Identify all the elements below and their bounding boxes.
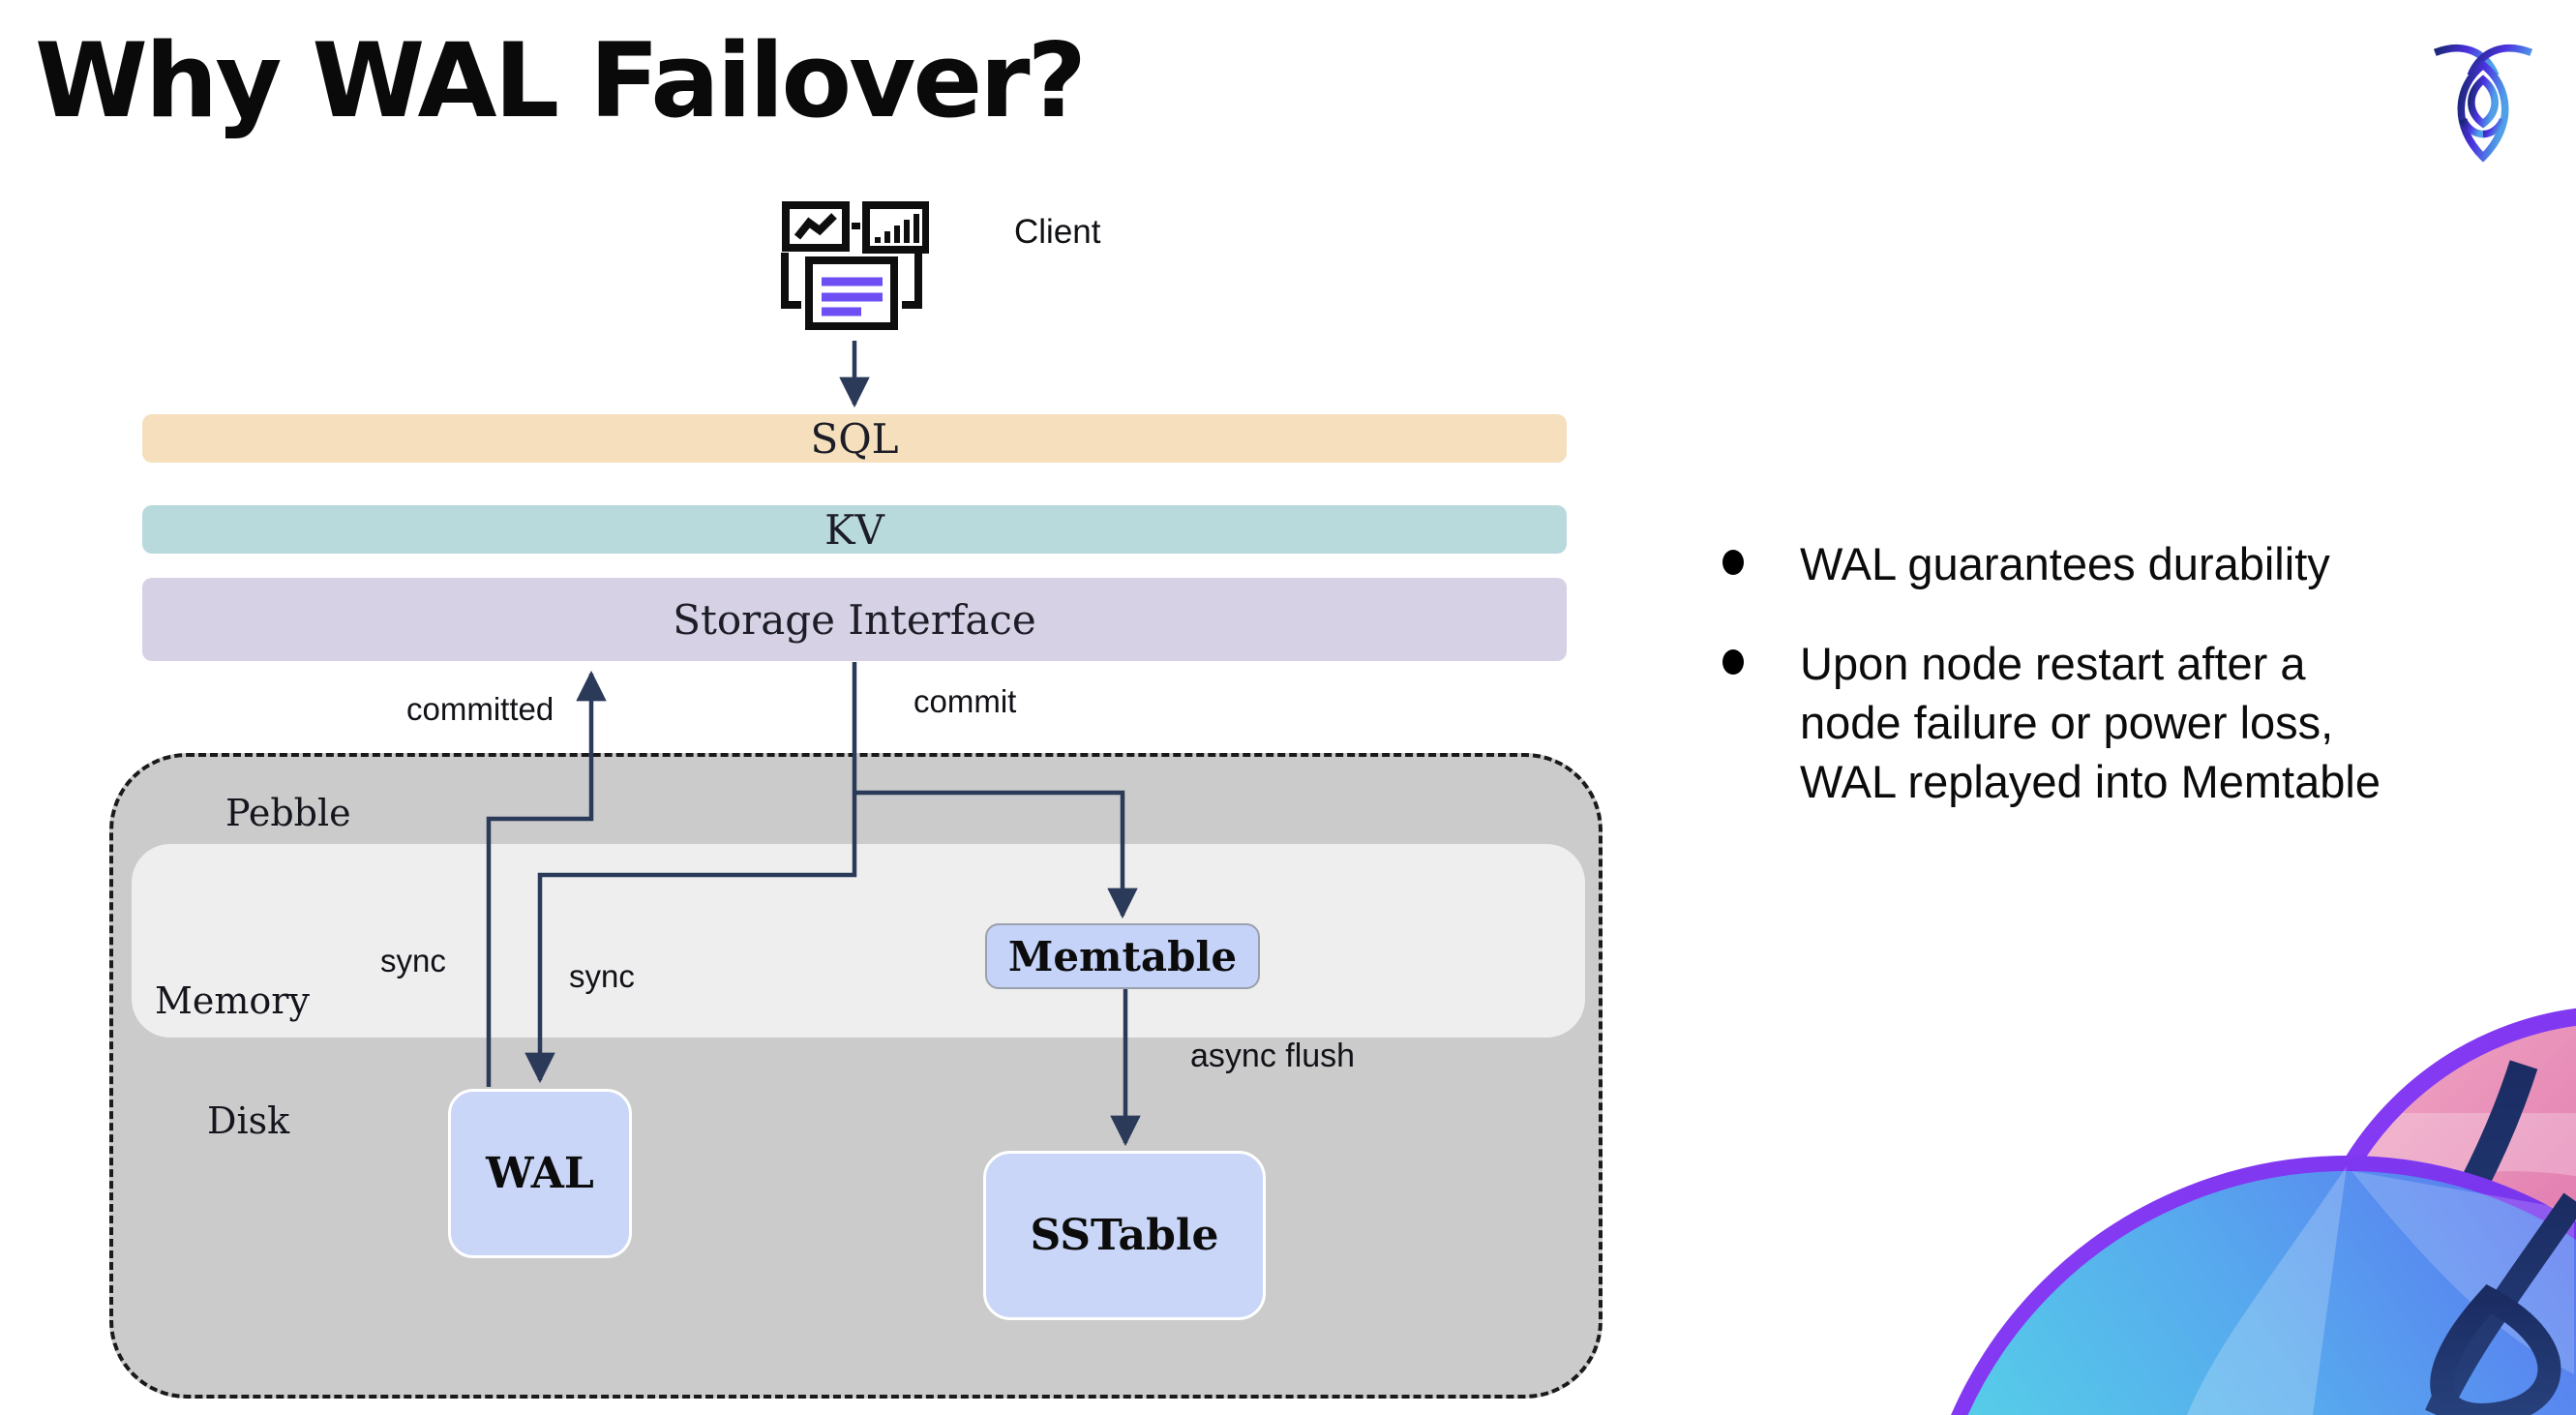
cockroachdb-logo-icon	[2433, 45, 2533, 163]
client-label: Client	[1014, 213, 1101, 251]
page-title: Why WAL Failover?	[35, 21, 1087, 140]
client-icon	[781, 201, 929, 330]
dash-connector	[852, 223, 860, 229]
memtable-label: Memtable	[1007, 932, 1238, 980]
sync-right-edge-label: sync	[569, 958, 635, 994]
bullet-dot-icon	[1722, 649, 1744, 676]
wal-node: WAL	[448, 1089, 632, 1258]
memory-band	[132, 844, 1585, 1038]
bullet-line: Upon node restart after a	[1800, 638, 2306, 690]
layer-sql-label: SQL	[810, 414, 899, 463]
layer-kv: KV	[142, 505, 1567, 554]
bullet-text: Upon node restart after a node failure o…	[1800, 634, 2381, 811]
line-chart-icon	[782, 201, 850, 252]
layer-kv-label: KV	[824, 505, 884, 554]
list-item: WAL guarantees durability	[1722, 534, 2574, 593]
bullet-dot-icon	[1722, 550, 1744, 575]
layer-storage-interface: Storage Interface	[142, 578, 1567, 661]
pebble-label: Pebble	[225, 792, 351, 834]
bar-chart-icon	[862, 201, 929, 254]
sstable-label: SSTable	[1030, 1211, 1219, 1260]
bullet-line: node failure or power loss,	[1800, 697, 2334, 749]
bullet-line: WAL replayed into Memtable	[1800, 756, 2381, 808]
layer-storage-label: Storage Interface	[673, 595, 1036, 644]
layer-sql: SQL	[142, 414, 1567, 463]
bullet-text: WAL guarantees durability	[1800, 538, 2330, 589]
bracket-icon	[781, 253, 922, 309]
async-flush-edge-label: async flush	[1190, 1038, 1356, 1074]
sync-left-edge-label: sync	[380, 943, 446, 978]
sstable-node: SSTable	[983, 1151, 1266, 1320]
disk-label: Disk	[207, 1099, 290, 1142]
commit-edge-label: commit	[914, 683, 1017, 719]
memory-label: Memory	[155, 979, 310, 1022]
memtable-node: Memtable	[985, 923, 1260, 989]
committed-edge-label: committed	[406, 691, 554, 727]
bullet-list: WAL guarantees durability Upon node rest…	[1722, 534, 2574, 811]
list-item: Upon node restart after a node failure o…	[1722, 634, 2574, 811]
document-icon	[805, 256, 898, 330]
wal-label: WAL	[486, 1149, 594, 1198]
cockroach-watermark-art	[1951, 1008, 2576, 1415]
